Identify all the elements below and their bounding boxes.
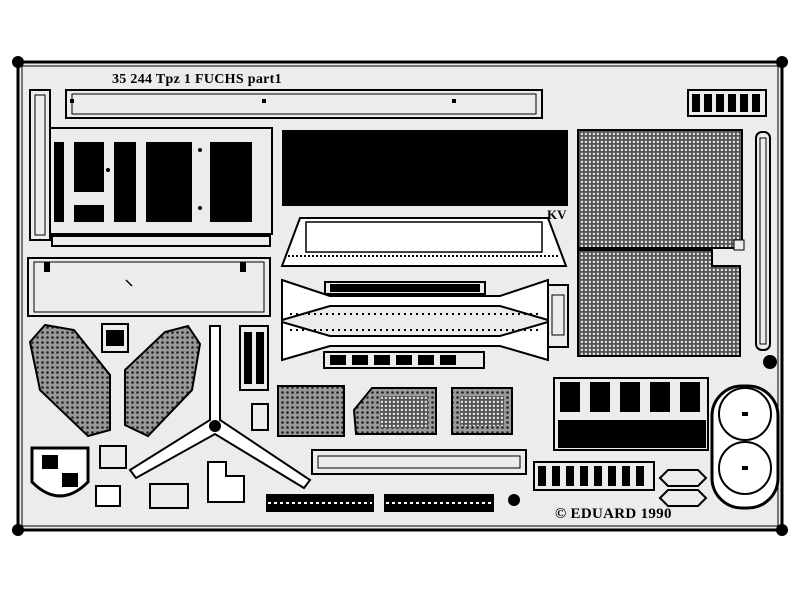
part-mesh-panel-3 [451, 387, 513, 435]
part-bracket [547, 284, 569, 348]
part-small-d [149, 483, 189, 509]
part-shield-emblem [30, 446, 90, 498]
part-ladder [239, 325, 269, 391]
part-mesh-panel-2 [352, 387, 437, 435]
part-small-bracket [101, 323, 129, 353]
part-comb-top [687, 89, 767, 117]
part-black-panel [282, 130, 568, 206]
part-grille-lower [577, 249, 741, 357]
part-trapezoid [280, 217, 568, 267]
part-hinge-comb [553, 377, 709, 451]
part-hex-left [28, 323, 111, 438]
part-small-e [207, 461, 245, 503]
part-bar-lower [311, 449, 527, 475]
part-track-strip-1 [266, 494, 374, 512]
part-rod [755, 131, 771, 351]
part-small-b [99, 445, 127, 469]
part-small-c [95, 485, 121, 507]
part-discs [710, 355, 780, 510]
part-track-strip-2 [384, 494, 494, 512]
part-hex-right [124, 324, 202, 438]
part-ring-lower [658, 489, 708, 507]
part-mesh-panel-1 [277, 385, 345, 437]
fret-title: 35 244 Tpz 1 FUCHS part1 [112, 72, 282, 87]
part-rosette [508, 494, 520, 506]
manufacturer-mark: © EDUARD 1990 [555, 506, 672, 522]
part-bowtie-lower [281, 313, 549, 369]
fret-corner-tr [776, 56, 788, 68]
part-tripod [128, 325, 312, 490]
fret-corner-bl [12, 524, 24, 536]
fret-code: KV [547, 207, 567, 222]
part-small-a [251, 403, 269, 431]
part-comb-bottom [533, 461, 655, 491]
part-ring-upper [658, 469, 708, 487]
part-plain-panel [27, 257, 271, 317]
part-grille-upper [577, 129, 745, 251]
part-panel-windows [49, 127, 273, 247]
part-strip-long [65, 89, 543, 119]
fret-corner-br [776, 524, 788, 536]
fret-corner-tl [12, 56, 24, 68]
